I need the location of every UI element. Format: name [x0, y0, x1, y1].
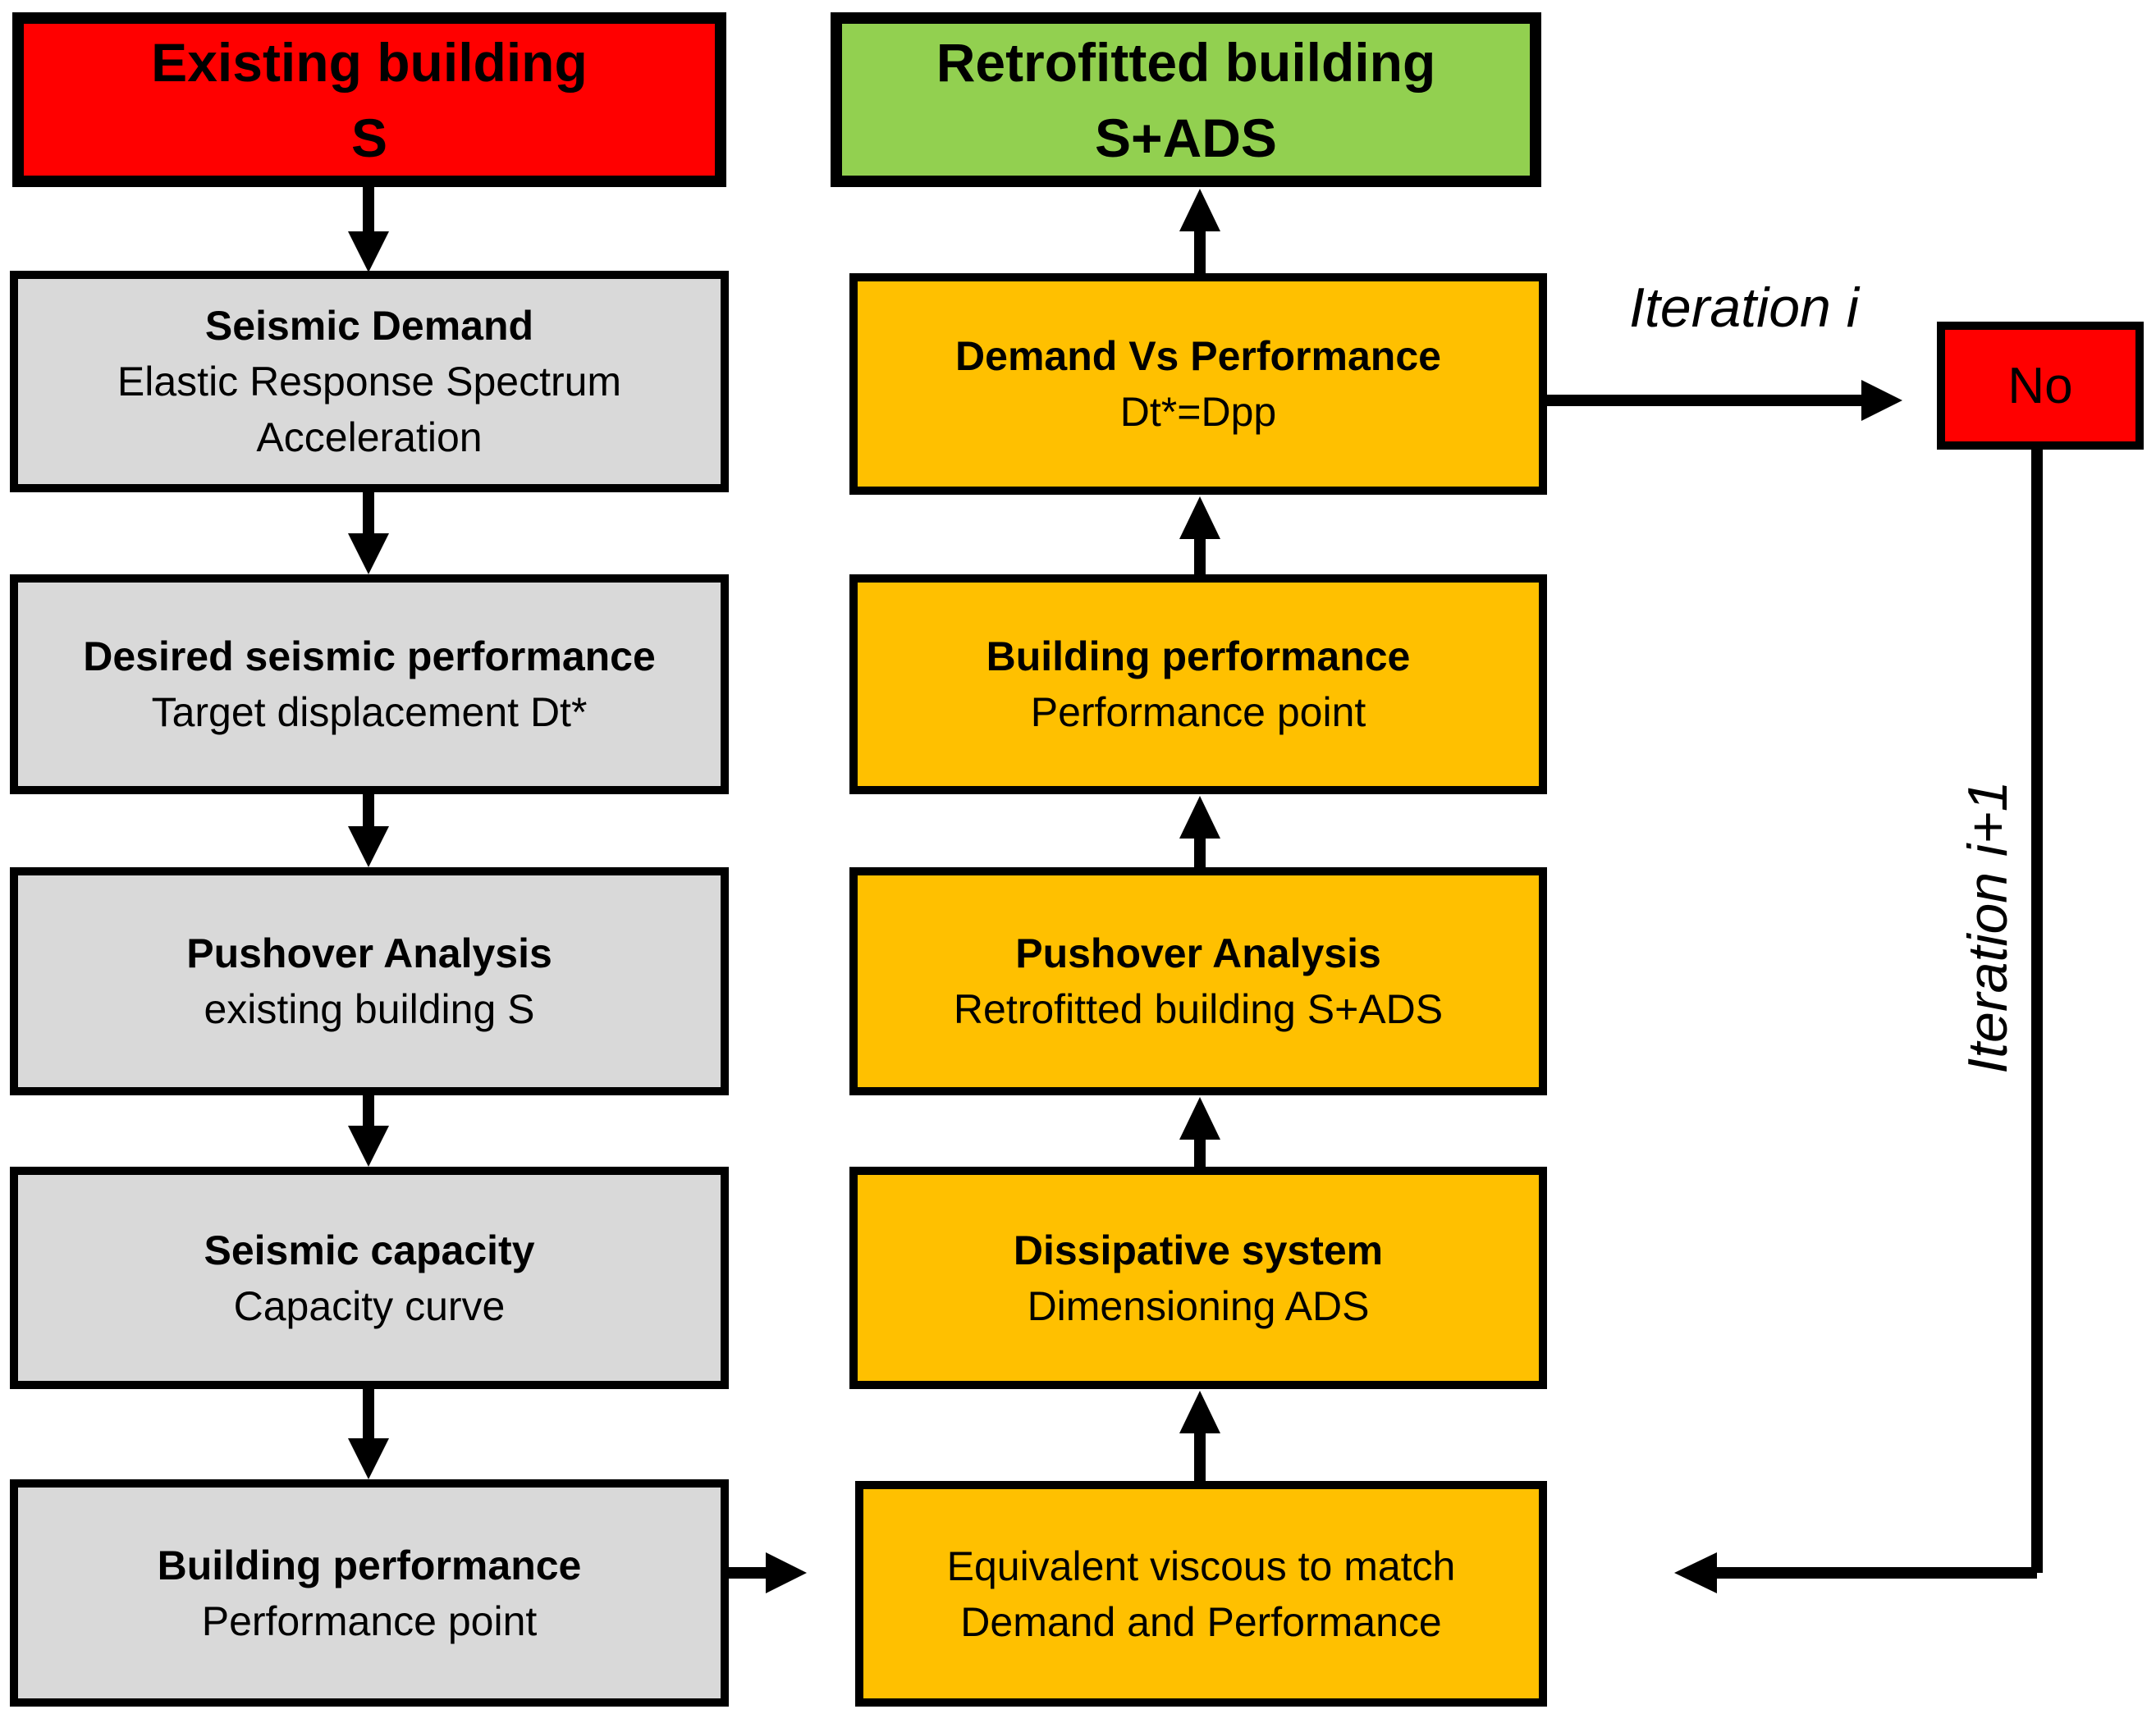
box-equivalent-viscous: Equivalent viscous to match Demand and P… [855, 1481, 1547, 1707]
box-equivalent-viscous-line2: Demand and Performance [960, 1598, 1442, 1645]
box-demand-vs-performance-line1: Dt*=Dpp [1119, 389, 1277, 435]
arrow-left-return-to-equivalent [1674, 1552, 2037, 1593]
arrow-up-demand-vs-performance-to-retrofitted [1179, 189, 1220, 275]
arrow-down-desired-to-pushover [348, 793, 389, 867]
box-demand-vs-performance-title: Demand Vs Performance [955, 333, 1441, 379]
box-building-performance-existing: Building performance Performance point [10, 1479, 729, 1707]
box-retrofitted-building-line2: S+ADS [1095, 107, 1277, 168]
box-existing-building: Existing building S [12, 12, 726, 187]
box-no: No [1937, 322, 2144, 450]
box-pushover-analysis-existing-line1: existing building S [204, 986, 535, 1032]
box-pushover-analysis-retrofitted: Pushover Analysis Retrofitted building S… [849, 867, 1547, 1095]
box-building-performance-existing-title: Building performance [157, 1542, 582, 1588]
arrow-right-performance-to-equivalent [727, 1552, 807, 1593]
arrow-up-building-performance-to-demand [1179, 496, 1220, 576]
box-pushover-analysis-existing-title: Pushover Analysis [186, 930, 552, 976]
arrow-down-capacity-to-performance [348, 1387, 389, 1479]
box-seismic-capacity-title: Seismic capacity [204, 1227, 535, 1273]
box-building-performance-retrofitted-line1: Performance point [1030, 689, 1366, 735]
arrow-up-pushover-to-building-performance [1179, 796, 1220, 869]
box-pushover-analysis-retrofitted-line1: Retrofitted building S+ADS [953, 986, 1444, 1032]
arrow-right-iteration-i-to-no [1545, 380, 1902, 421]
box-pushover-analysis-retrofitted-title: Pushover Analysis [1015, 930, 1381, 976]
box-seismic-demand-title: Seismic Demand [204, 303, 534, 349]
arrow-down-pushover-to-capacity [348, 1094, 389, 1167]
box-seismic-capacity: Seismic capacity Capacity curve [10, 1167, 729, 1389]
arrow-down-existing-to-seismic-demand [348, 185, 389, 272]
box-dissipative-system-line1: Dimensioning ADS [1027, 1282, 1370, 1329]
box-desired-seismic-performance-title: Desired seismic performance [83, 633, 656, 679]
iteration-i-label: Iteration i [1629, 277, 1859, 339]
arrow-up-dissipative-to-pushover [1179, 1097, 1220, 1168]
box-dissipative-system: Dissipative system Dimensioning ADS [849, 1167, 1547, 1389]
no-label: No [2007, 357, 2073, 414]
box-equivalent-viscous-line1: Equivalent viscous to match [946, 1542, 1456, 1589]
box-dissipative-system-title: Dissipative system [1013, 1227, 1384, 1273]
box-desired-seismic-performance: Desired seismic performance Target displ… [10, 574, 729, 794]
box-seismic-demand-line2: Acceleration [256, 414, 483, 460]
arrow-up-equivalent-to-dissipative [1179, 1391, 1220, 1481]
box-existing-building-line2: S [350, 107, 388, 168]
box-retrofitted-building: Retrofitted building S+ADS [831, 12, 1541, 187]
box-building-performance-existing-line1: Performance point [201, 1597, 538, 1644]
box-seismic-demand-line1: Elastic Response Spectrum [117, 359, 622, 404]
box-seismic-demand: Seismic Demand Elastic Response Spectrum… [10, 271, 729, 492]
box-demand-vs-performance: Demand Vs Performance Dt*=Dpp [849, 273, 1547, 495]
box-desired-seismic-performance-line1: Target displacement Dt* [151, 689, 588, 735]
box-seismic-capacity-line1: Capacity curve [233, 1282, 506, 1329]
box-existing-building-line1: Existing building [151, 31, 588, 93]
box-pushover-analysis-existing: Pushover Analysis existing building S [10, 867, 729, 1095]
box-building-performance-retrofitted-title: Building performance [986, 633, 1411, 679]
arrow-down-seismic-demand-to-desired [348, 488, 389, 574]
box-retrofitted-building-line1: Retrofitted building [936, 31, 1436, 93]
box-building-performance-retrofitted: Building performance Performance point [849, 574, 1547, 794]
